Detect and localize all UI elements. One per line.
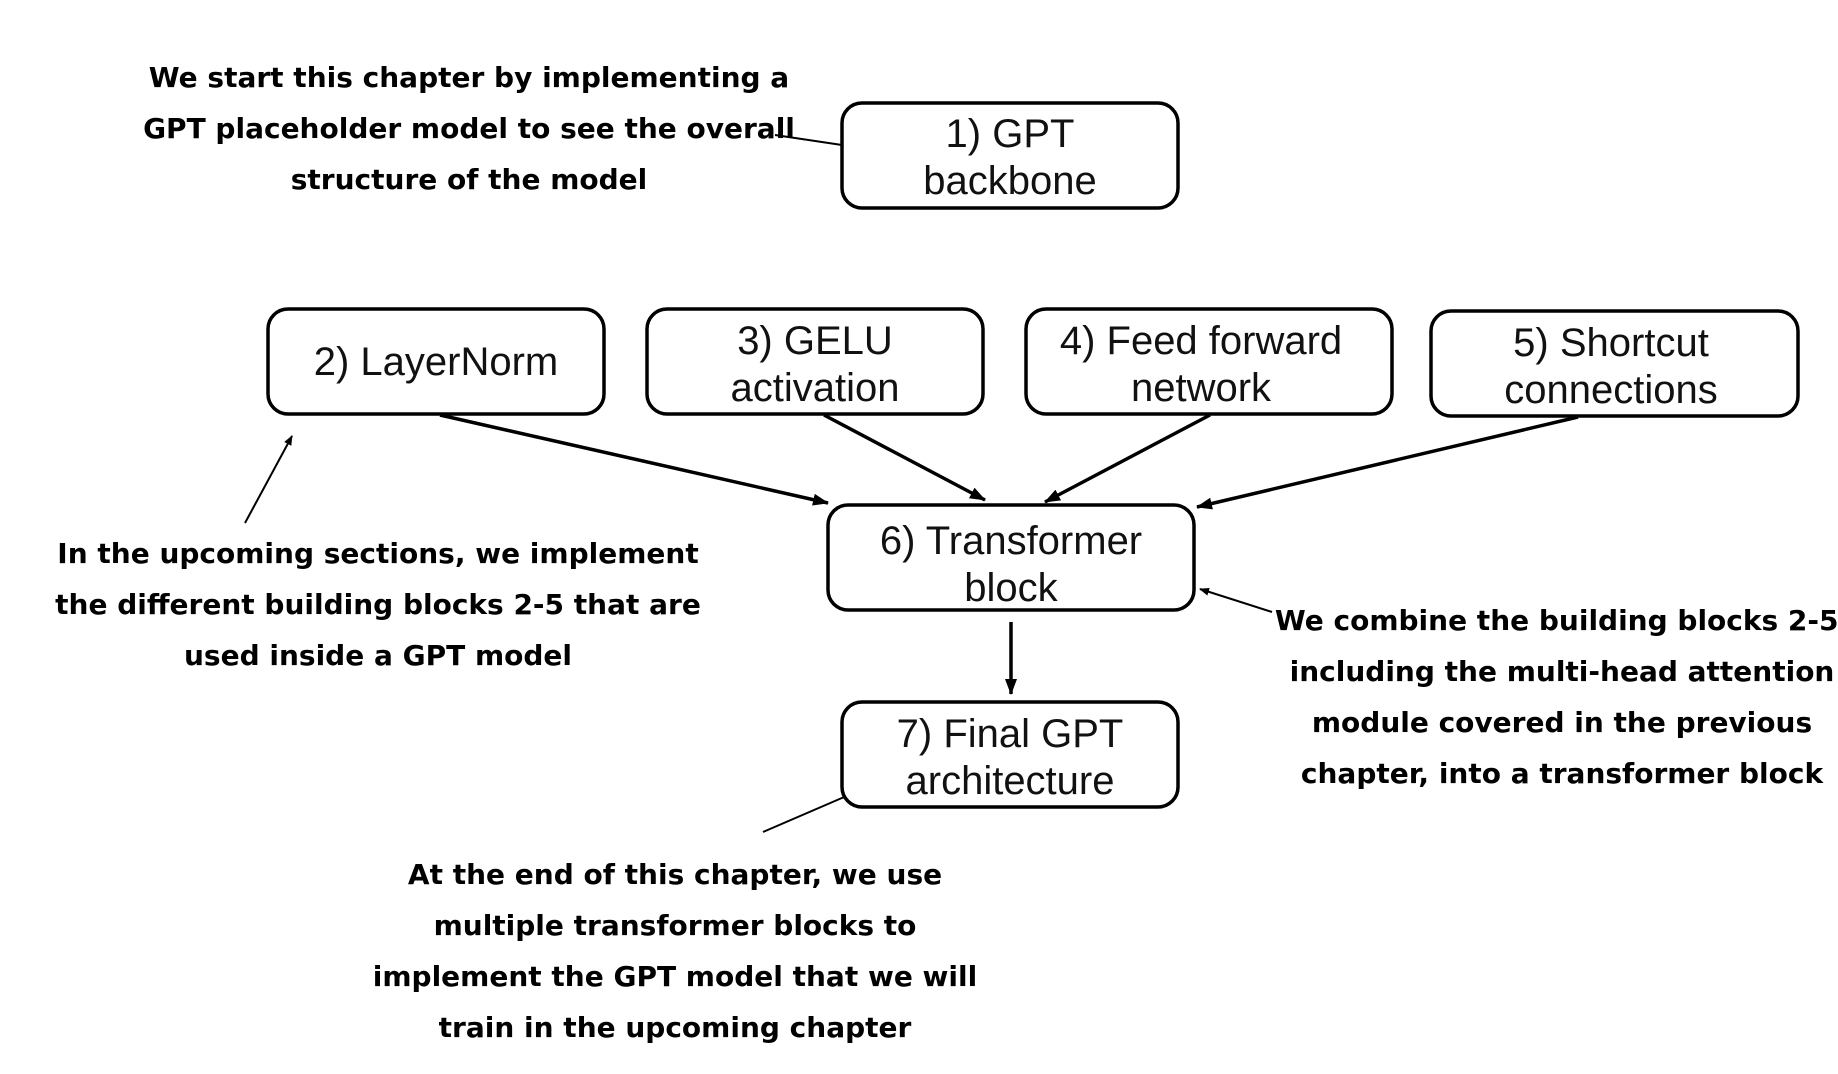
connector-arrows bbox=[244, 134, 1579, 833]
node-gpt-backbone-line-1: 1) GPT bbox=[946, 112, 1075, 156]
annotation-combine-line-3: module covered in the previous bbox=[1312, 706, 1812, 739]
node-feed-forward-network-line-2: network bbox=[1131, 366, 1272, 410]
annotation-building-blocks-line-3: used inside a GPT model bbox=[184, 639, 572, 672]
node-feed-forward-network: 4) Feed forward network bbox=[1024, 307, 1394, 416]
annotation-placeholder-line-2: GPT placeholder model to see the overall bbox=[143, 112, 795, 145]
pointer-building-blocks-note bbox=[244, 435, 293, 524]
annotation-placeholder-note: We start this chapter by implementing a … bbox=[143, 61, 795, 196]
annotation-end-of-chapter-line-1: At the end of this chapter, we use bbox=[408, 858, 942, 891]
annotation-end-of-chapter-line-2: multiple transformer blocks to bbox=[434, 909, 917, 942]
annotation-placeholder-line-1: We start this chapter by implementing a bbox=[149, 61, 789, 94]
annotation-end-of-chapter-note: At the end of this chapter, we use multi… bbox=[373, 858, 977, 1044]
arrow-shortcut-to-transformer bbox=[1196, 415, 1579, 510]
node-gelu-activation-line-2: activation bbox=[731, 366, 900, 410]
node-final-gpt-architecture-line-2: architecture bbox=[906, 759, 1115, 803]
node-gelu-activation: 3) GELU activation bbox=[645, 307, 985, 416]
node-layernorm: 2) LayerNorm bbox=[266, 307, 606, 416]
annotation-combine-line-1: We combine the building blocks 2-5, bbox=[1275, 604, 1838, 637]
annotation-combine-line-2: including the multi-head attention bbox=[1290, 655, 1835, 688]
annotation-building-blocks-line-2: the different building blocks 2-5 that a… bbox=[55, 588, 701, 621]
annotation-building-blocks-line-1: In the upcoming sections, we implement bbox=[57, 537, 698, 570]
annotation-combine-line-4: chapter, into a transformer block bbox=[1301, 757, 1825, 790]
node-shortcut-connections-line-2: connections bbox=[1504, 368, 1717, 412]
node-layernorm-line-1: 2) LayerNorm bbox=[314, 340, 559, 384]
node-transformer-block-line-2: block bbox=[964, 566, 1058, 610]
node-gpt-backbone-line-2: backbone bbox=[923, 159, 1096, 203]
annotation-end-of-chapter-line-4: train in the upcoming chapter bbox=[439, 1011, 912, 1044]
node-feed-forward-network-line-1: 4) Feed forward bbox=[1060, 319, 1342, 363]
annotation-end-of-chapter-line-3: implement the GPT model that we will bbox=[373, 960, 977, 993]
arrow-feedforward-to-transformer bbox=[1044, 413, 1211, 504]
node-gelu-activation-line-1: 3) GELU bbox=[737, 319, 893, 363]
arrow-layernorm-to-transformer bbox=[439, 413, 829, 506]
node-final-gpt-architecture: 7) Final GPT architecture bbox=[840, 700, 1180, 809]
node-final-gpt-architecture-line-1: 7) Final GPT bbox=[897, 712, 1124, 756]
node-gpt-backbone: 1) GPT backbone bbox=[840, 101, 1180, 210]
node-transformer-block: 6) Transformer block bbox=[826, 503, 1196, 612]
pointer-combine-note bbox=[1199, 587, 1273, 613]
node-shortcut-connections-line-1: 5) Shortcut bbox=[1513, 321, 1709, 365]
annotation-placeholder-line-3: structure of the model bbox=[291, 163, 648, 196]
arrow-gelu-to-transformer bbox=[823, 413, 986, 502]
node-transformer-block-line-1: 6) Transformer bbox=[880, 519, 1142, 563]
annotation-building-blocks-note: In the upcoming sections, we implement t… bbox=[55, 537, 701, 672]
node-shortcut-connections: 5) Shortcut connections bbox=[1429, 309, 1800, 418]
annotation-combine-note: We combine the building blocks 2-5, incl… bbox=[1275, 604, 1838, 790]
